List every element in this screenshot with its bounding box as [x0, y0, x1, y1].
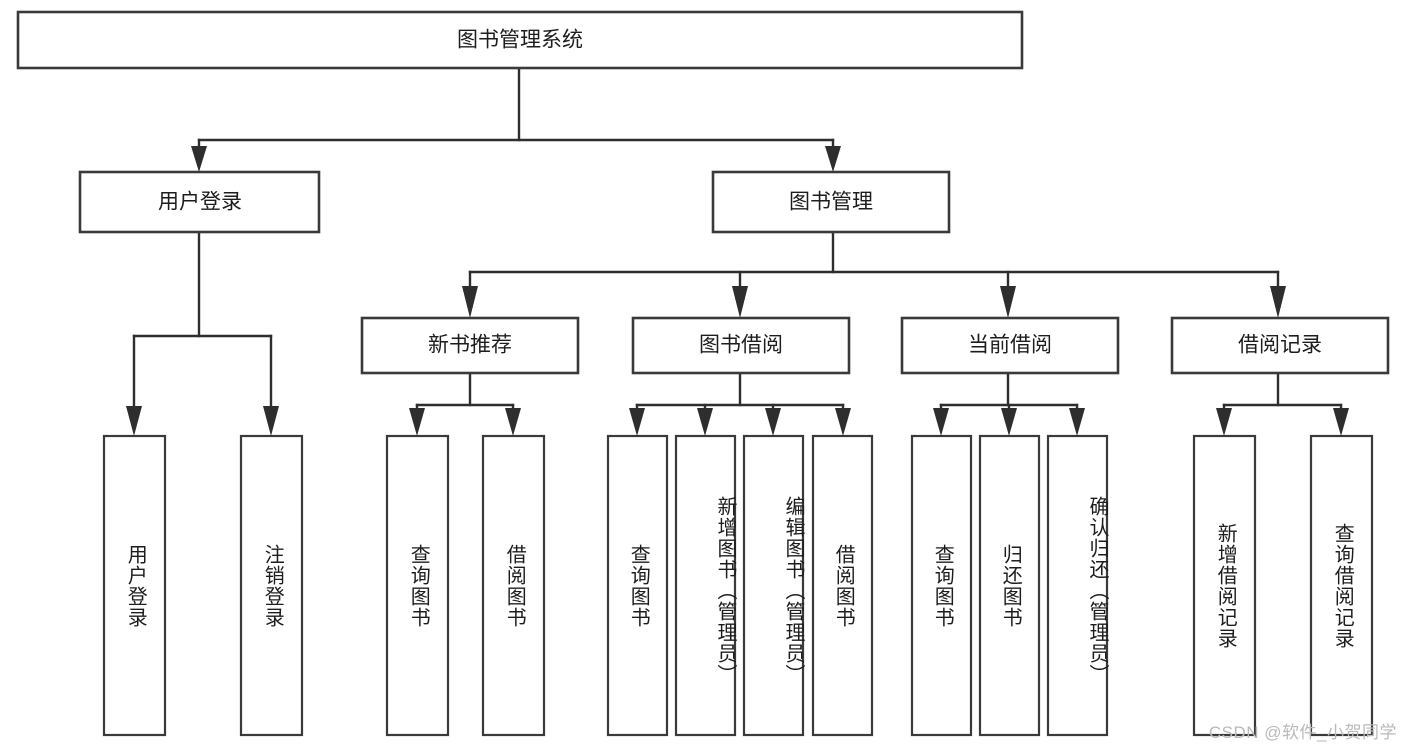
node-leaf-return-book-box[interactable]: [978, 434, 1041, 737]
arrow-to-leaf-return-book: [1001, 408, 1017, 436]
arrow-to-new-book-rec: [462, 286, 478, 318]
arrow-to-leaf-logout: [263, 406, 279, 436]
arrow-to-leaf-borrow-book-1: [505, 408, 521, 436]
node-book-borrow-box[interactable]: [631, 316, 851, 375]
node-user-login-label: 用户登录: [158, 191, 242, 214]
node-leaf-user-login-box[interactable]: [102, 434, 167, 737]
csdn-watermark: CSDN @软件_小贺同学: [1208, 723, 1397, 742]
arrow-to-borrow-record: [1270, 286, 1286, 318]
node-book-manage-label: 图书管理: [789, 191, 873, 214]
node-group-leaves: [102, 434, 1374, 737]
node-new-book-rec-label: 新书推荐: [428, 334, 512, 357]
node-new-book-rec-box[interactable]: [360, 316, 580, 375]
arrow-to-user-login: [191, 146, 207, 172]
arrow-to-leaf-user-login: [126, 406, 142, 436]
connector-group: [126, 66, 1349, 436]
node-current-borrow-box[interactable]: [900, 316, 1120, 375]
arrow-to-leaf-query-record: [1333, 408, 1349, 436]
node-leaf-confirm-return-box[interactable]: [1046, 434, 1109, 737]
node-borrow-record-label: 借阅记录: [1238, 334, 1322, 357]
node-leaf-logout-box[interactable]: [239, 434, 304, 737]
arrow-to-leaf-query-book-1: [409, 408, 425, 436]
node-user-login-box[interactable]: [78, 170, 321, 234]
node-root-label: 图书管理系统: [457, 29, 583, 52]
node-leaf-add-record-box[interactable]: [1192, 434, 1257, 737]
node-book-borrow-label: 图书借阅: [699, 334, 783, 357]
node-leaf-add-book-box[interactable]: [674, 434, 737, 737]
arrow-to-book-borrow: [732, 286, 748, 318]
arrow-to-leaf-borrow-book-2: [835, 408, 851, 436]
arrow-to-leaf-query-book-3: [933, 408, 949, 436]
arrow-to-leaf-confirm-return: [1069, 408, 1085, 436]
node-book-manage-box[interactable]: [711, 170, 951, 234]
node-leaf-query-record-box[interactable]: [1309, 434, 1374, 737]
arrow-to-current-borrow: [1000, 286, 1016, 318]
arrow-to-leaf-add-book: [697, 408, 713, 436]
node-leaf-edit-book-box[interactable]: [742, 434, 805, 737]
node-current-borrow-label: 当前借阅: [968, 334, 1052, 357]
arrow-to-leaf-edit-book: [765, 408, 781, 436]
arrow-to-leaf-query-book-2: [629, 408, 645, 436]
arrow-to-book-manage: [825, 146, 841, 172]
node-leaf-query-book-2-box[interactable]: [606, 434, 669, 737]
node-leaf-borrow-book-1-box[interactable]: [481, 434, 546, 737]
node-leaf-query-book-3-box[interactable]: [910, 434, 973, 737]
node-root-box[interactable]: [16, 10, 1024, 70]
node-leaf-borrow-book-2-box[interactable]: [811, 434, 874, 737]
arrow-to-leaf-add-record: [1216, 408, 1232, 436]
node-borrow-record-box[interactable]: [1170, 316, 1390, 375]
node-leaf-query-book-1-box[interactable]: [385, 434, 450, 737]
node-group-horizontal: 图书管理系统 用户登录 图书管理 新书推荐 图书借阅 当前借阅 借阅记录: [16, 10, 1390, 375]
